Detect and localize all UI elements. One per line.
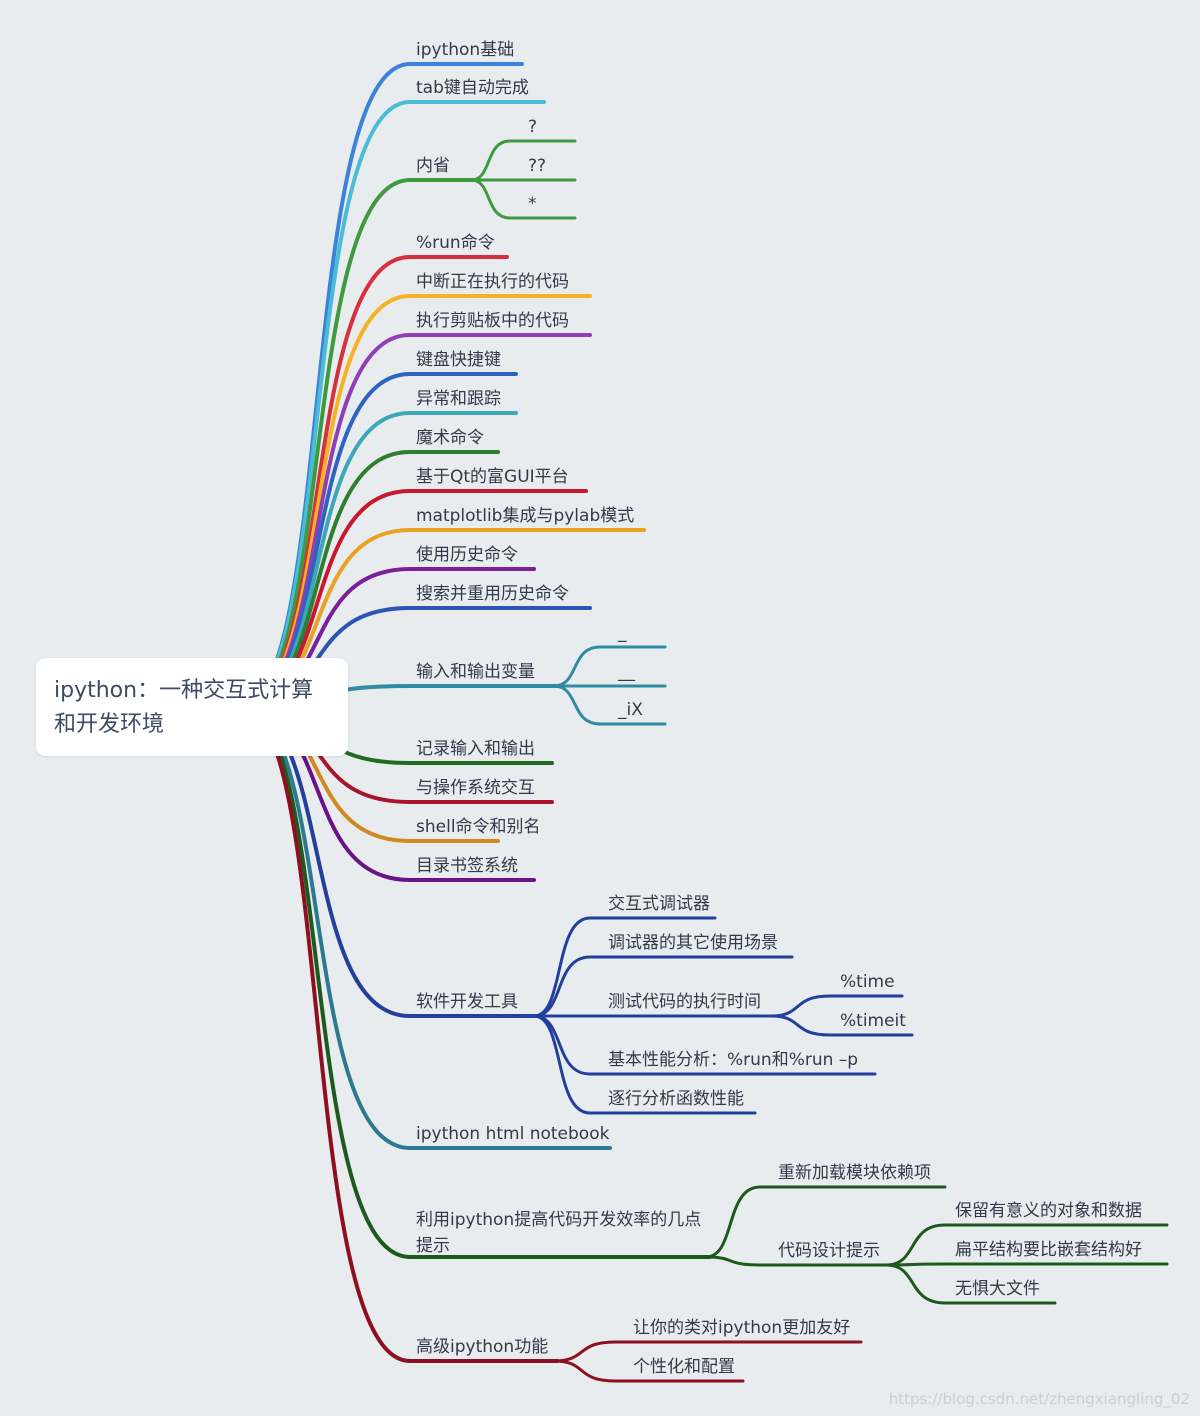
branch-t19-1 [532,955,592,1018]
root-title-line-1: ipython：一种交互式计算 [54,678,314,703]
grandchild-t19-2-0[interactable]: %time [840,972,895,992]
topic-t15[interactable]: 记录输入和输出 [416,739,535,759]
topic-t20[interactable]: ipython html notebook [416,1124,610,1144]
watermark-text: https://blog.csdn.net/zhengxiangling_02 [888,1390,1190,1408]
child-t22-0[interactable]: 让你的类对ipython更加友好 [633,1318,851,1338]
child-t3-1[interactable]: ?? [528,156,547,176]
topic-t5[interactable]: 中断正在执行的代码 [416,272,569,292]
topic-t11[interactable]: matplotlib集成与pylab模式 [416,506,635,526]
topic-t16[interactable]: 与操作系统交互 [416,778,535,798]
child-t21-0[interactable]: 重新加载模块依赖项 [778,1163,931,1183]
topic-t18[interactable]: 目录书签系统 [416,856,518,876]
grandchild-t21-1-1[interactable]: 扁平结构要比嵌套结构好 [955,1240,1142,1260]
child-t19-4[interactable]: 逐行分析函数性能 [608,1089,744,1109]
branch-t3-2 [469,178,512,220]
topic-t17[interactable]: shell命令和别名 [416,817,541,837]
topic-t12[interactable]: 使用历史命令 [416,545,518,565]
branch-t19-0 [532,916,592,1018]
grandchild-t21-1-2[interactable]: 无惧大文件 [955,1279,1040,1299]
topic-t4[interactable]: %run命令 [416,233,495,253]
child-t21-1[interactable]: 代码设计提示 [778,1241,880,1261]
branch-t21-0 [704,1185,762,1259]
branch-t14-0 [552,645,602,688]
topic-t9[interactable]: 魔术命令 [416,428,484,448]
topic-t3[interactable]: 内省 [416,156,450,176]
topic-t10[interactable]: 基于Qt的富GUI平台 [416,467,569,487]
topic-t6[interactable]: 执行剪贴板中的代码 [416,311,569,331]
topic-t7[interactable]: 键盘快捷键 [416,350,501,370]
topic-t8[interactable]: 异常和跟踪 [416,389,501,409]
branch-t21-1 [704,1255,762,1267]
branch-t22-0 [552,1340,617,1363]
child-t3-0[interactable]: ? [528,117,538,137]
branch-t22-1 [552,1359,617,1383]
child-t19-2[interactable]: 测试代码的执行时间 [608,992,761,1012]
grandchild-t19-2-1[interactable]: %timeit [840,1011,906,1031]
child-t14-2[interactable]: _iX [618,700,643,720]
child-t3-2[interactable]: * [528,194,537,214]
branch-t19-4 [532,1014,592,1115]
branch-t21-1-0 [884,1223,947,1267]
branch-t19-2-1 [769,1014,832,1037]
branch-t19-3 [532,1014,592,1076]
child-t19-3[interactable]: 基本性能分析：%run和%run –p [608,1050,859,1070]
root-title-line-2: 和开发环境 [54,712,165,737]
child-t19-0[interactable]: 交互式调试器 [608,894,710,914]
topic-t14[interactable]: 输入和输出变量 [416,662,535,682]
grandchild-t21-1-0[interactable]: 保留有意义的对象和数据 [955,1201,1142,1221]
topic-t22[interactable]: 高级ipython功能 [416,1337,549,1357]
topic-t21[interactable]: 利用ipython提高代码开发效率的几点提示 [416,1210,702,1256]
topic-t1[interactable]: ipython基础 [416,40,515,60]
topic-t19[interactable]: 软件开发工具 [416,992,518,1012]
child-t19-1[interactable]: 调试器的其它使用场景 [608,933,778,953]
branch-t3-0 [469,139,512,182]
branch-t14-2 [552,684,602,726]
child-t14-1[interactable]: __ [618,662,635,682]
topic-t13[interactable]: 搜索并重用历史命令 [416,584,569,604]
topic-t2[interactable]: tab键自动完成 [416,78,529,98]
root-node[interactable]: ipython：一种交互式计算 和开发环境 [36,658,348,756]
child-t14-0[interactable]: _ [618,623,627,643]
branch-t21-1-2 [884,1263,947,1305]
branch-t19-2-0 [769,994,832,1018]
child-t22-1[interactable]: 个性化和配置 [633,1357,735,1377]
